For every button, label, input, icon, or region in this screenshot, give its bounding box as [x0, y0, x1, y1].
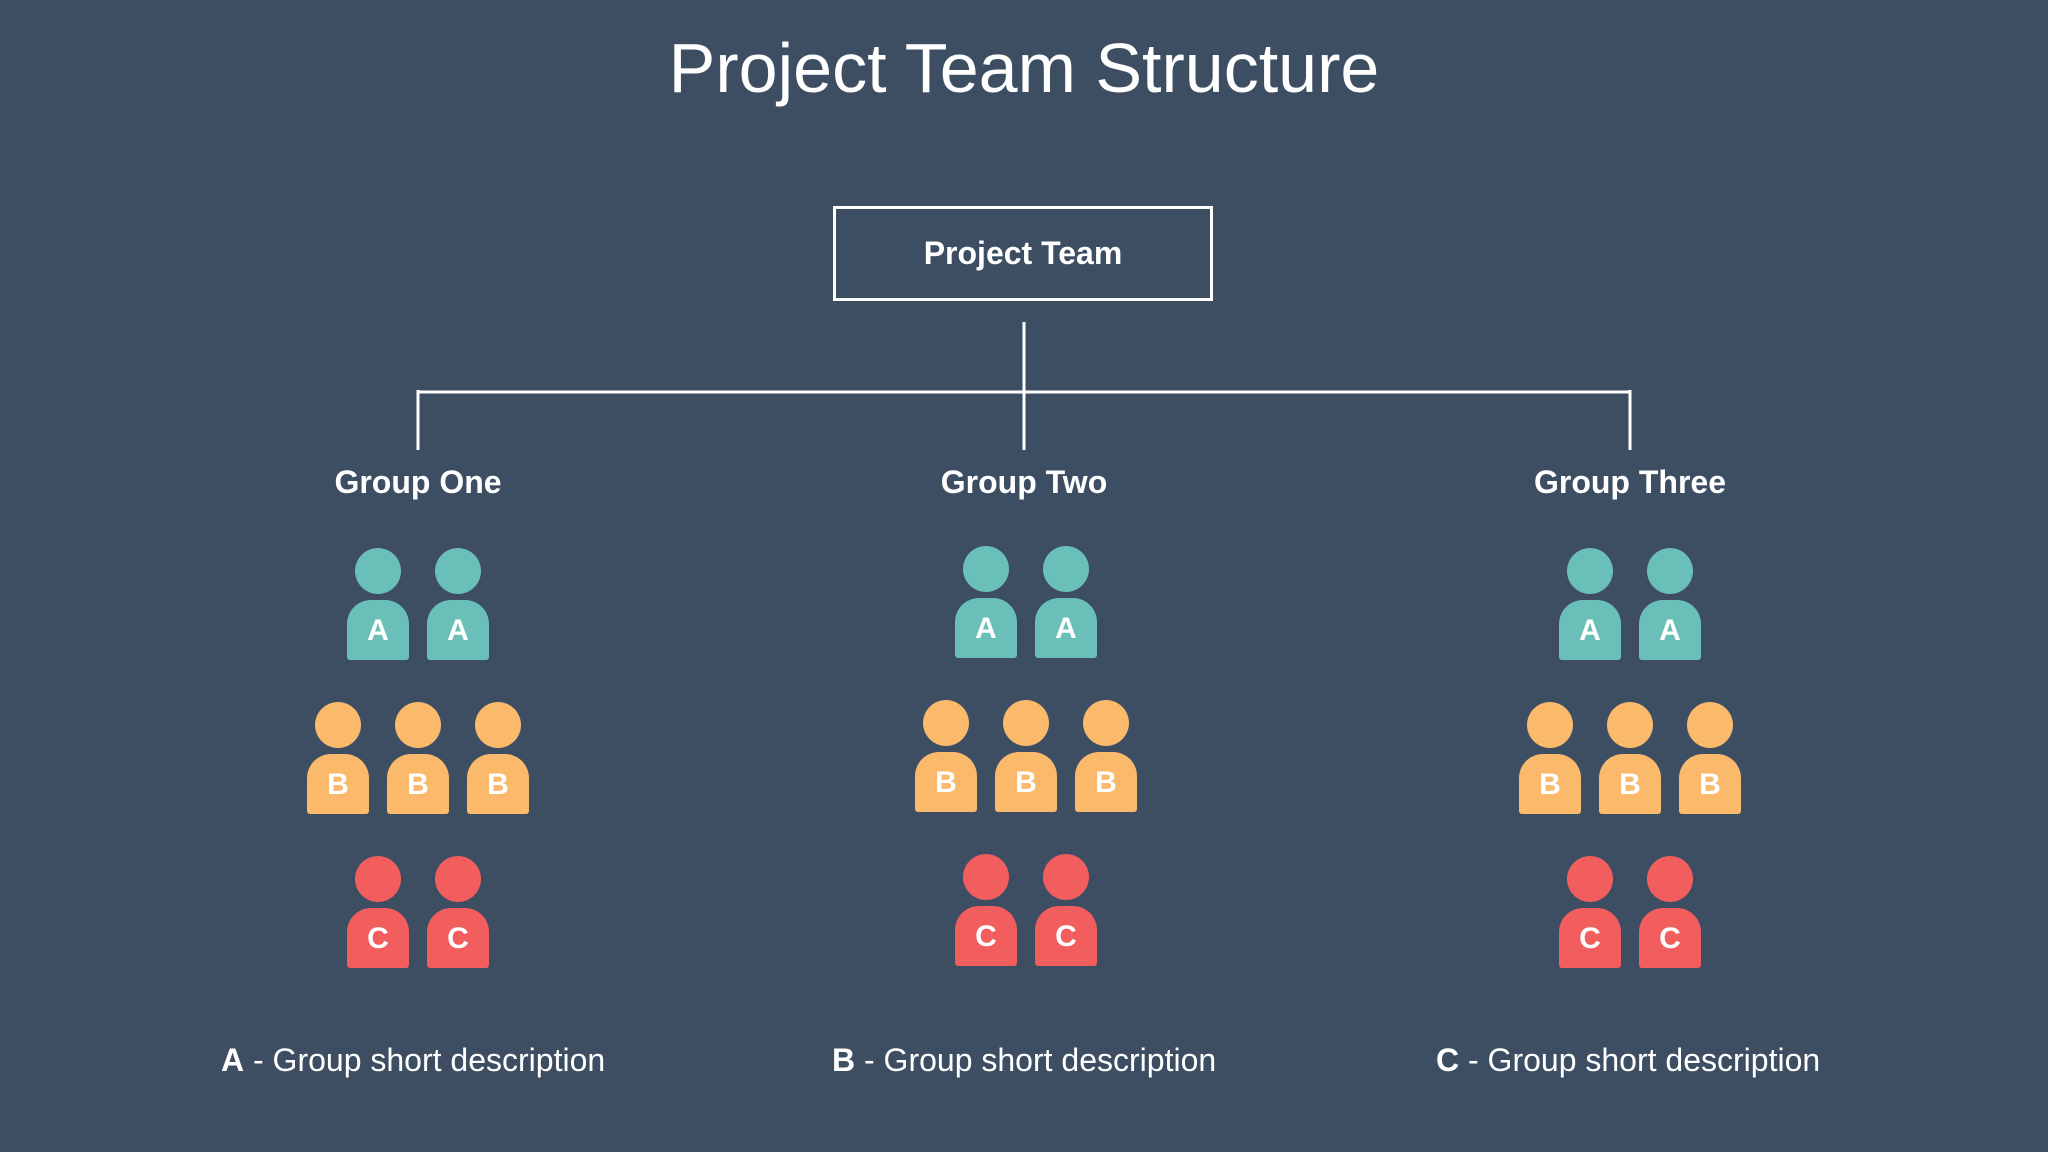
person-head	[1043, 854, 1089, 900]
person-head	[1083, 700, 1129, 746]
person-icon: C	[1035, 854, 1097, 966]
person-icon: C	[1639, 856, 1701, 968]
person-icon: A	[427, 548, 489, 660]
person-body: A	[955, 598, 1017, 658]
person-body: A	[1559, 600, 1621, 660]
person-head	[1647, 548, 1693, 594]
group-one-row-b: B B B	[218, 702, 618, 814]
root-node-label: Project Team	[923, 235, 1123, 271]
group-title-group-three: Group Three	[1533, 464, 1726, 500]
person-icon: A	[347, 548, 409, 660]
legend-item-a: A - Group short description	[221, 1036, 605, 1084]
person-body: A	[1035, 598, 1097, 658]
person-head	[963, 854, 1009, 900]
legend-key: C	[1436, 1042, 1460, 1078]
person-icon: C	[347, 856, 409, 968]
person-body: C	[1639, 908, 1701, 968]
legend-text: Group short description	[272, 1042, 606, 1078]
person-icon: A	[1559, 548, 1621, 660]
group-three-row-b: B B B	[1430, 702, 1830, 814]
person-body: B	[387, 754, 449, 814]
person-body: B	[915, 752, 977, 812]
person-body: B	[1519, 754, 1581, 814]
group-title-group-two: Group Two	[940, 464, 1108, 500]
person-icon: A	[955, 546, 1017, 658]
legend-separator: -	[244, 1042, 273, 1078]
person-icon: A	[1639, 548, 1701, 660]
person-head	[1687, 702, 1733, 748]
person-body: C	[427, 908, 489, 968]
person-body: C	[1035, 906, 1097, 966]
person-body: B	[467, 754, 529, 814]
group-one-row-c: C C	[218, 856, 618, 968]
person-head	[315, 702, 361, 748]
legend-text: Group short description	[883, 1042, 1217, 1078]
person-body: B	[307, 754, 369, 814]
person-head	[1043, 546, 1089, 592]
person-body: B	[1075, 752, 1137, 812]
person-body: A	[347, 600, 409, 660]
group-two-row-b: B B B	[826, 700, 1226, 812]
person-head	[435, 856, 481, 902]
person-icon: B	[1599, 702, 1661, 814]
person-body: C	[347, 908, 409, 968]
person-icon: B	[467, 702, 529, 814]
root-node-project-team: Project Team	[833, 206, 1213, 301]
person-icon: B	[1679, 702, 1741, 814]
legend-item-b: B - Group short description	[832, 1036, 1216, 1084]
person-icon: A	[1035, 546, 1097, 658]
group-three-row-c: C C	[1430, 856, 1830, 968]
page-title: Project Team Structure	[668, 29, 1380, 107]
person-icon: B	[387, 702, 449, 814]
person-head	[923, 700, 969, 746]
person-body: B	[1679, 754, 1741, 814]
person-body: B	[995, 752, 1057, 812]
legend-separator: -	[1459, 1042, 1488, 1078]
person-icon: C	[1559, 856, 1621, 968]
person-head	[475, 702, 521, 748]
person-icon: B	[1075, 700, 1137, 812]
person-icon: B	[1519, 702, 1581, 814]
person-head	[435, 548, 481, 594]
person-head	[1527, 702, 1573, 748]
person-icon: B	[915, 700, 977, 812]
legend-key: B	[832, 1042, 856, 1078]
group-one-row-a: A A	[218, 548, 618, 660]
group-two-row-c: C C	[826, 854, 1226, 966]
legend-key: A	[221, 1042, 245, 1078]
legend-text: Group short description	[1487, 1042, 1821, 1078]
person-icon: C	[955, 854, 1017, 966]
person-head	[963, 546, 1009, 592]
person-body: A	[427, 600, 489, 660]
group-title-group-one: Group One	[334, 464, 502, 500]
person-head	[355, 548, 401, 594]
group-three-row-a: A A	[1430, 548, 1830, 660]
person-icon: B	[995, 700, 1057, 812]
person-head	[1003, 700, 1049, 746]
person-icon: B	[307, 702, 369, 814]
person-body: A	[1639, 600, 1701, 660]
person-head	[355, 856, 401, 902]
person-icon: C	[427, 856, 489, 968]
legend-item-c: C - Group short description	[1436, 1036, 1820, 1084]
person-body: C	[955, 906, 1017, 966]
person-head	[1567, 856, 1613, 902]
person-head	[1607, 702, 1653, 748]
person-body: B	[1599, 754, 1661, 814]
person-head	[1567, 548, 1613, 594]
person-body: C	[1559, 908, 1621, 968]
group-two-row-a: A A	[826, 546, 1226, 658]
legend-separator: -	[855, 1042, 884, 1078]
person-head	[1647, 856, 1693, 902]
person-head	[395, 702, 441, 748]
